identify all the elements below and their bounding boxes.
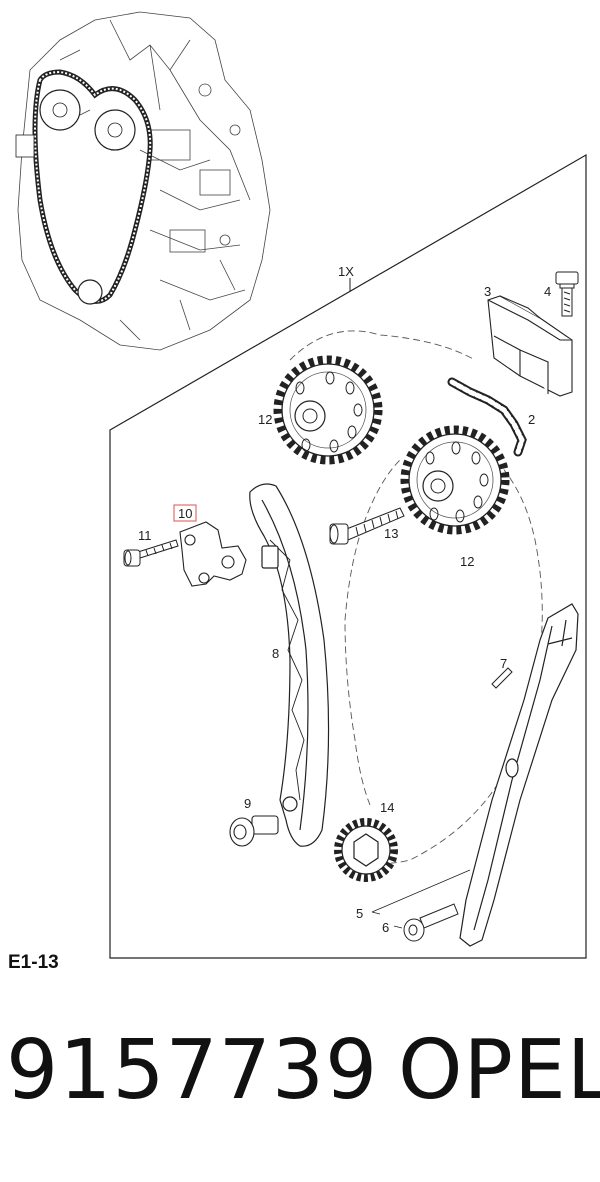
part-3-chain-tensioner (487, 295, 573, 397)
callout-10-highlight: 10 (173, 504, 197, 522)
part-12-camshaft-sprocket-lower (400, 425, 510, 535)
part-4-bolt (555, 271, 579, 317)
callout-6: 6 (382, 920, 389, 935)
part-10-bracket (179, 521, 247, 587)
part-7-pin (491, 667, 513, 689)
exploded-view-frame (109, 153, 587, 959)
callout-2: 2 (528, 412, 535, 427)
callout-5: 5 (356, 906, 363, 921)
part-13-bolt (329, 507, 405, 545)
brand-name: OPEL (398, 1023, 600, 1118)
part-2-chain-segment (447, 377, 527, 457)
callout-8: 8 (272, 646, 279, 661)
part-8-chain-guide-rail (249, 483, 330, 847)
chain-path-dashed (289, 330, 543, 864)
part-6-bolt (403, 903, 459, 942)
callout-4: 4 (544, 284, 551, 299)
callout-1x: 1X (338, 264, 354, 279)
callout-12-upper: 12 (258, 412, 272, 427)
part-5-tensioner-rail (459, 603, 579, 947)
exploded-diagram: 1X 2 3 4 5 6 7 8 9 10 11 12 12 13 14 (15, 11, 587, 959)
part-number: 9157739 (6, 1023, 379, 1118)
engine-block-sketch (15, 11, 271, 351)
part-11-bolt (123, 539, 179, 567)
figure-code: E1-13 (8, 952, 59, 973)
part-14-crankshaft-sprocket (334, 818, 398, 882)
callout-14: 14 (380, 800, 394, 815)
callout-10: 10 (178, 506, 192, 521)
callout-3: 3 (484, 284, 491, 299)
callout-12-lower: 12 (460, 554, 474, 569)
callout-13: 13 (384, 526, 398, 541)
leader-lines (371, 869, 471, 929)
part-12-camshaft-sprocket-upper (273, 355, 383, 465)
callout-7: 7 (500, 656, 507, 671)
callout-9: 9 (244, 796, 251, 811)
part-9-pin-bolt (229, 815, 279, 847)
callout-11: 11 (138, 528, 152, 543)
